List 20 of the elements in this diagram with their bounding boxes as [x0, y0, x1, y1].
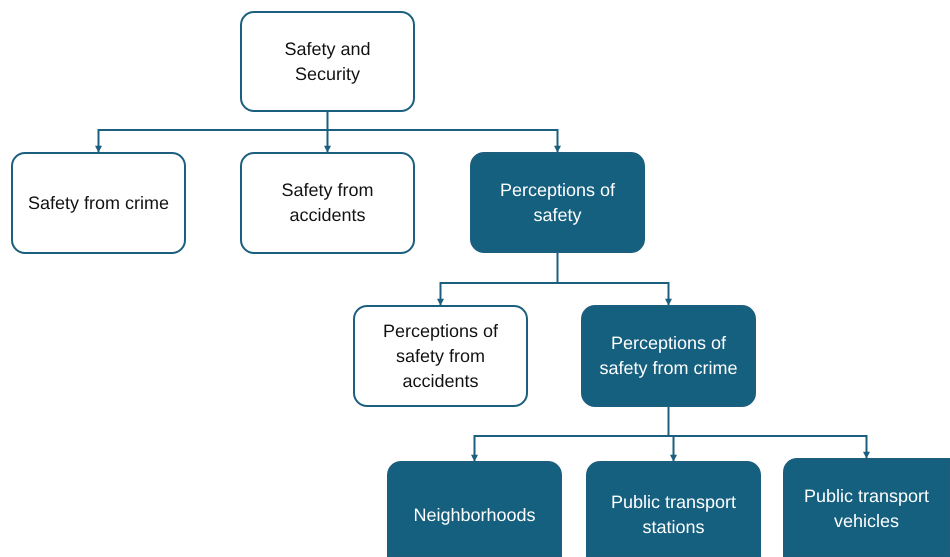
box-label: Neighborhoods: [413, 504, 536, 527]
box-label: Perceptions of safety: [498, 178, 616, 227]
category-box: [240, 152, 415, 254]
connector-arrow: [326, 112, 561, 153]
box-label: Safety and Security: [283, 38, 372, 86]
highlighted-box: [581, 305, 756, 407]
connector-arrow: [668, 407, 870, 459]
box-label: Safety from accidents: [280, 179, 375, 227]
category-box: [353, 305, 528, 407]
box-label: Public transport vehicles: [802, 485, 930, 533]
highlighted-box: [470, 152, 645, 253]
highlighted-box: [783, 458, 950, 557]
category-box: [240, 11, 415, 112]
box-label: Perceptions of safety from accidents: [382, 320, 500, 392]
highlighted-box: [387, 461, 562, 557]
box-label: Public transport stations: [610, 491, 738, 539]
box-label: Safety from crime: [28, 192, 170, 215]
category-box: [11, 152, 186, 254]
box-label: Perceptions of safety from crime: [598, 332, 739, 380]
highlighted-box: [586, 461, 761, 557]
